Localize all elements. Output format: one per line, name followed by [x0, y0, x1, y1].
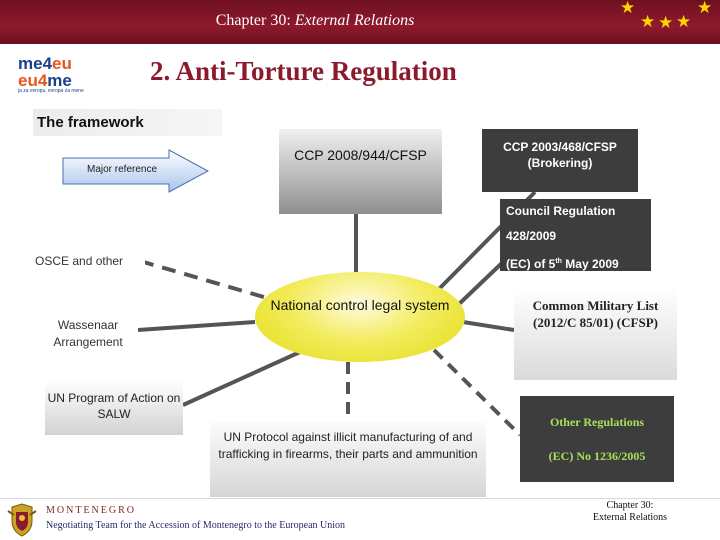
header-bar: [0, 0, 720, 44]
un-program-box: UN Program of Action on SALW: [45, 380, 183, 435]
council-regulation-box: Council Regulation 428/2009 (EC) of 5th …: [500, 199, 651, 271]
council-line-2: 428/2009: [506, 229, 557, 243]
chapter-prefix: Chapter 30:: [215, 12, 295, 29]
other-regulations-ref: (EC) No 1236/2005: [548, 449, 646, 463]
framework-label: The framework: [33, 109, 222, 136]
eu-star-icon: ★: [658, 13, 674, 32]
footer-chapter: Chapter 30: External Relations: [592, 500, 668, 523]
other-regulations-title: Other Regulations: [549, 415, 645, 429]
eu-star-icon: ★: [640, 12, 656, 31]
me4eu-logo: me4eu eu4me: [18, 54, 72, 90]
un-protocol-box: UN Protocol against illicit manufacturin…: [210, 422, 486, 497]
council-line-3: (EC) of 5th May 2009: [506, 257, 619, 271]
footer-country: MONTENEGRO: [46, 505, 136, 516]
major-reference-label: Major reference: [86, 164, 158, 175]
chapter-title: Chapter 30: External Relations: [0, 12, 630, 30]
other-regulations-box: Other Regulations (EC) No 1236/2005: [520, 396, 674, 482]
wassenaar-box: Wassenaar Arrangement: [38, 313, 138, 356]
eu-star-icon: ★: [620, 0, 636, 17]
footer-team: Negotiating Team for the Accession of Mo…: [46, 520, 346, 531]
footer-divider: [0, 498, 720, 499]
common-military-list-box: Common Military List (2012/C 85/01) (CFS…: [514, 288, 677, 380]
chapter-topic: External Relations: [294, 12, 415, 29]
coat-of-arms-icon: [7, 503, 37, 537]
council-line-1: Council Regulation: [506, 204, 616, 218]
national-control-ellipse: National control legal system: [255, 272, 465, 362]
ccp-944-box: CCP 2008/944/CFSP: [279, 129, 442, 214]
logo-tagline: ja za evropu, evropa za mene: [18, 88, 84, 94]
osce-label: OSCE and other: [30, 251, 145, 271]
eu-star-icon: ★: [676, 12, 692, 31]
arrow-right-icon: [62, 149, 209, 193]
page-title: 2. Anti-Torture Regulation: [150, 56, 457, 86]
ccp-468-box: CCP 2003/468/CFSP (Brokering): [482, 129, 638, 192]
eu-star-icon: ★: [697, 0, 713, 17]
